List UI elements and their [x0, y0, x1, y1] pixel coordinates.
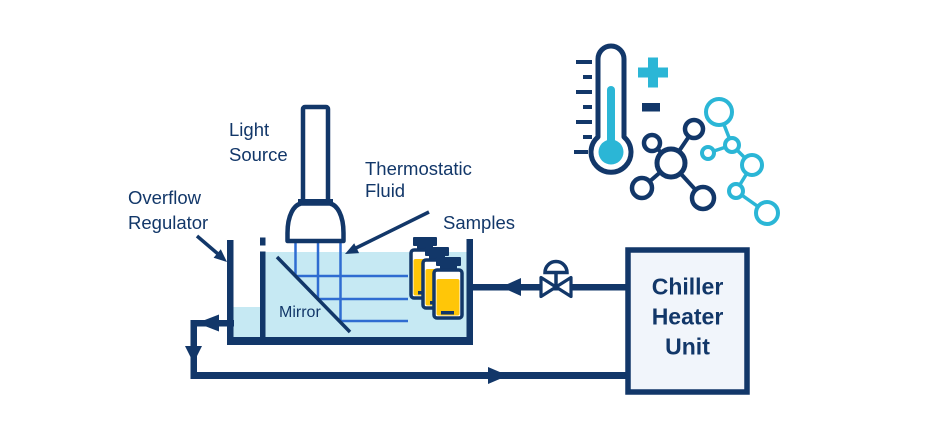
chiller-heater-unit: Chiller Heater Unit	[625, 247, 750, 395]
plus-vertical-bar	[648, 57, 658, 88]
minus-sign-icon	[642, 103, 660, 112]
tick-long	[576, 60, 592, 64]
lamp-icon	[285, 104, 346, 244]
lamp-tube	[300, 104, 331, 205]
overflow-regulator-pointer-arrowhead	[213, 249, 227, 262]
minus-bar	[642, 103, 660, 112]
plus-sign-icon	[638, 57, 668, 88]
molecule-icon-teal	[700, 97, 780, 226]
thermometer-scale-ticks	[574, 60, 592, 154]
flow-arrow-icon	[501, 278, 521, 296]
tank-outer-left-wall	[227, 240, 234, 337]
tank-right-wall	[466, 239, 473, 337]
thermostatic-fluid-label-line2: Fluid	[365, 180, 405, 201]
valve-body-right	[554, 275, 573, 299]
thermostatic-fluid-pointer-arrowhead	[345, 243, 360, 254]
return-pipe	[190, 367, 629, 384]
molecule-atom	[704, 97, 734, 127]
sample-vial-icon	[432, 257, 464, 320]
flow-arrow-icon	[185, 346, 202, 363]
chiller-label-line1: Chiller	[652, 274, 724, 300]
overflow-compartment-fluid	[233, 307, 261, 337]
overflow-partition-notch	[260, 237, 266, 246]
vial-cap	[436, 257, 461, 266]
vial-cap	[413, 237, 437, 246]
vial-base-mark	[441, 311, 454, 315]
molecule-atom	[689, 184, 717, 212]
thermometer-icon	[574, 43, 634, 175]
overflow-regulator-label-line2: Regulator	[128, 212, 208, 233]
molecule-atom	[723, 136, 741, 154]
tick-long	[576, 90, 592, 94]
molecule-atom	[654, 146, 688, 180]
samples-label-text: Samples	[443, 212, 515, 233]
valve-body-left	[539, 275, 558, 299]
molecule-icon-navy	[629, 117, 717, 212]
vial-cap	[425, 247, 449, 256]
overflow-regulator-pointer-line	[195, 234, 220, 256]
thermostatic-fluid-label-line1: Thermostatic	[365, 158, 472, 179]
overflow-pipe	[185, 314, 234, 375]
light-rays	[294, 241, 408, 323]
vial-neck	[440, 265, 457, 271]
thermometer-bulb	[598, 139, 624, 165]
tick-short	[583, 105, 592, 109]
thermometer-mercury-column	[607, 86, 615, 150]
tick-short	[583, 75, 592, 79]
molecule-atom	[641, 132, 663, 154]
overflow-regulator-label: Overflow Regulator	[128, 187, 227, 262]
mirror-label: Mirror	[279, 304, 321, 321]
control-valve-icon	[539, 259, 573, 299]
molecule-atom	[740, 153, 764, 177]
tick-long	[574, 150, 588, 154]
molecule-atom	[629, 175, 655, 201]
chiller-label-line3: Unit	[665, 334, 710, 360]
light-source-label-line1: Light	[229, 119, 269, 140]
flow-arrow-icon	[197, 314, 219, 332]
chiller-box	[625, 247, 750, 395]
flow-arrow-icon	[488, 367, 508, 384]
tick-long	[576, 120, 592, 124]
thermostatic-fluid-pointer-line	[355, 210, 430, 250]
overflow-regulator-label-line1: Overflow	[128, 187, 202, 208]
chiller-label-line2: Heater	[652, 304, 724, 330]
overflow-partition-wall	[260, 251, 266, 337]
temperature-control-icons	[574, 43, 780, 226]
valve-actuator-dome	[543, 259, 569, 275]
mirror: Mirror	[275, 255, 352, 334]
molecule-atom	[682, 117, 706, 141]
samples-label: Samples	[443, 212, 515, 233]
tank-walls	[227, 237, 473, 345]
light-source-label-line2: Source	[229, 144, 288, 165]
molecule-atom	[700, 145, 716, 161]
vial-liquid	[436, 279, 460, 316]
tank-bottom	[227, 337, 473, 345]
supply-pipe	[473, 259, 628, 299]
mirror-line	[275, 255, 352, 334]
return-pipe-line	[190, 372, 629, 379]
sample-vials	[409, 237, 464, 320]
thermostatic-fluid-label: Thermostatic Fluid	[345, 158, 472, 254]
tick-short	[583, 135, 592, 139]
light-source-label: Light Source	[229, 119, 288, 165]
lamp-shade	[285, 201, 346, 244]
molecule-atom	[754, 200, 780, 226]
molecule-atom	[727, 182, 745, 200]
